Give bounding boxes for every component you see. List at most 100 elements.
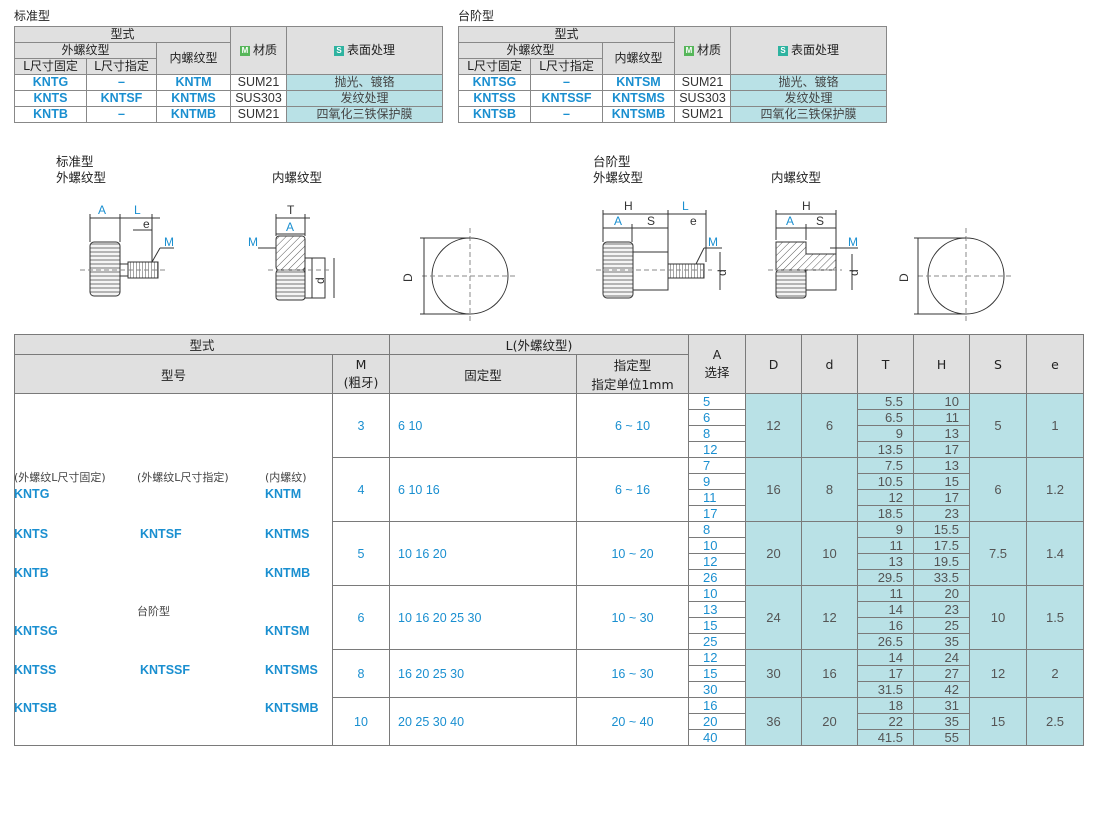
model-code: KNTM [265, 487, 302, 501]
cell-A: 26 [688, 569, 747, 586]
cell-fixed-lengths: 16 20 25 30 [389, 649, 578, 698]
dim-S-label: S [816, 214, 824, 228]
cell-H: 23 [913, 505, 971, 522]
cell-H: 55 [913, 729, 971, 746]
dim-T-label: T [287, 203, 295, 217]
cell-T: 7.5 [857, 457, 915, 474]
cell-T: 13 [857, 553, 915, 570]
cell-A: 10 [688, 537, 747, 554]
cell-T: 14 [857, 601, 915, 618]
cell-A: 12 [688, 553, 747, 570]
cell-M: 4 [331, 457, 391, 522]
drawing-std-title: 标准型 [56, 154, 94, 169]
model-step-label: 台阶型 [137, 605, 170, 618]
cell-fixed-lengths: 6 10 16 [389, 457, 578, 522]
cell-d: 20 [801, 697, 859, 746]
cell-H: 33.5 [913, 569, 971, 586]
cell-A: 7 [688, 457, 747, 474]
cell-S: 10 [969, 585, 1028, 650]
cell-A: 15 [688, 665, 747, 682]
cell-H: 15 [913, 473, 971, 490]
model-code: KNTSMS [265, 663, 318, 677]
std-section-title: 标准型 [14, 9, 51, 23]
hdr-type: 型式 [13, 334, 391, 355]
cell-A: 11 [688, 489, 747, 506]
cell-d: 10 [801, 521, 859, 586]
cell-A: 15 [688, 617, 747, 634]
cell-M: 8 [331, 649, 391, 698]
cell-H: 13 [913, 457, 971, 474]
dim-d-label: d [847, 269, 861, 276]
step-int-header: 内螺纹型 [602, 42, 675, 75]
model-code: KNTMS [265, 527, 310, 541]
dim-M-label: M [848, 235, 858, 249]
model-code: KNTSG [14, 624, 58, 638]
cell-A: 13 [688, 601, 747, 618]
cell-T: 18 [857, 697, 915, 714]
cell-H: 17.5 [913, 537, 971, 554]
cell-H: 20 [913, 585, 971, 602]
drawing-std-ext-label: 外螺纹型 [56, 170, 107, 185]
cell-A: 12 [688, 649, 747, 666]
model-code: KNTSS [14, 663, 57, 677]
dim-A-label: A [614, 214, 622, 228]
cell-A: 10 [688, 585, 747, 602]
dim-S-label: S [647, 214, 655, 228]
step-ext-drawing [596, 210, 722, 299]
hdr-fixed: 固定型 [389, 354, 578, 394]
std-int-drawing [258, 214, 335, 301]
cell-T: 9 [857, 425, 915, 442]
std-lspec-header: L尺寸指定 [86, 58, 157, 75]
std-front-view [420, 228, 518, 324]
cell-T: 5.5 [857, 393, 915, 410]
technical-drawings: A L e M T A M d D [80, 199, 1014, 324]
model-header-int: (内螺纹) [265, 471, 307, 484]
cell-H: 23 [913, 601, 971, 618]
cell-S: 12 [969, 649, 1028, 698]
model-code: KNTS [14, 527, 49, 541]
cell-A: 25 [688, 633, 747, 650]
cell-H: 10 [913, 393, 971, 410]
drawing-std-int-label: 内螺纹型 [272, 170, 323, 185]
cell-D: 12 [745, 393, 803, 458]
cell-T: 22 [857, 713, 915, 730]
cell-M: 10 [331, 697, 391, 746]
dim-e-label: e [143, 217, 150, 231]
material-badge-icon: M [683, 45, 694, 56]
dim-L-label: L [134, 203, 141, 217]
cell-M: 3 [331, 393, 391, 458]
model-code: KNTSB [14, 701, 58, 715]
cell-d: 8 [801, 457, 859, 522]
std-ext-header: 外螺纹型 [14, 42, 157, 59]
dim-M-label: M [708, 235, 718, 249]
drawing-step-ext-label: 外螺纹型 [593, 170, 644, 185]
cell-e: 1.2 [1026, 457, 1085, 522]
cell-fixed-lengths: 6 10 [389, 393, 578, 458]
cell-T: 16 [857, 617, 915, 634]
hdr-T: T [857, 334, 915, 394]
cell-T: 10.5 [857, 473, 915, 490]
cell-S: 6 [969, 457, 1028, 522]
cell-H: 35 [913, 713, 971, 730]
cell-T: 18.5 [857, 505, 915, 522]
std-ext-drawing [80, 214, 174, 297]
step-int-drawing [768, 210, 858, 299]
model-code: KNTSSF [140, 663, 190, 677]
cell-A: 5 [688, 393, 747, 410]
cell-H: 42 [913, 681, 971, 698]
std-int-header: 内螺纹型 [156, 42, 231, 75]
cell-A: 8 [688, 521, 747, 538]
cell-A: 8 [688, 425, 747, 442]
